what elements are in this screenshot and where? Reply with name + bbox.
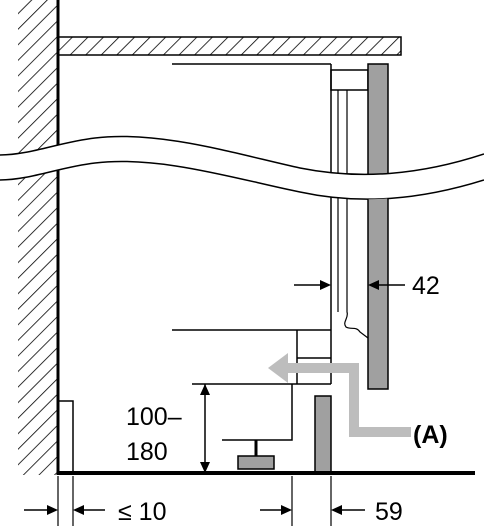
break-line-upper	[0, 135, 484, 176]
adjustable-foot-pad	[237, 455, 275, 470]
base-step	[296, 330, 332, 385]
dim-42-right-arrowhead	[368, 280, 379, 290]
furniture-door-panel	[367, 63, 389, 175]
dim-plinth-right-arrowhead	[331, 505, 342, 515]
wall-hatching-lower	[18, 161, 58, 475]
furniture-door-panel-lower	[367, 161, 389, 390]
dim-height-top-arrowhead	[200, 384, 210, 395]
dim-height-label-bottom: 180	[126, 438, 168, 466]
base-foot-frame	[222, 384, 293, 441]
hinge-bracket	[330, 69, 369, 91]
lower-section	[18, 161, 475, 475]
dim-plinth-left-arrowhead	[281, 505, 292, 515]
dim-plinth-label: 59	[375, 498, 403, 526]
wall-hatching	[18, 0, 58, 175]
countertop	[57, 36, 402, 56]
dim-42-label: 42	[412, 272, 440, 300]
dim-gap-right-arrowhead	[73, 505, 84, 515]
skirting-board	[58, 400, 74, 473]
upper-section	[18, 0, 402, 175]
dim-42-left-arrowhead	[320, 280, 331, 290]
airflow-arrowhead	[268, 353, 288, 383]
airflow-path	[283, 363, 411, 437]
break-line-lower	[0, 160, 484, 200]
bottom-dimensions	[24, 476, 365, 526]
dim-height-label-top: 100–	[126, 403, 182, 431]
plinth-panel	[314, 395, 332, 474]
door-seal-profile	[344, 161, 369, 339]
airflow-marker-label: (A)	[413, 421, 448, 449]
dim-gap-left-arrowhead	[47, 505, 58, 515]
dim-gap-label: ≤ 10	[118, 498, 166, 526]
dim-height-bottom-arrowhead	[200, 462, 210, 473]
